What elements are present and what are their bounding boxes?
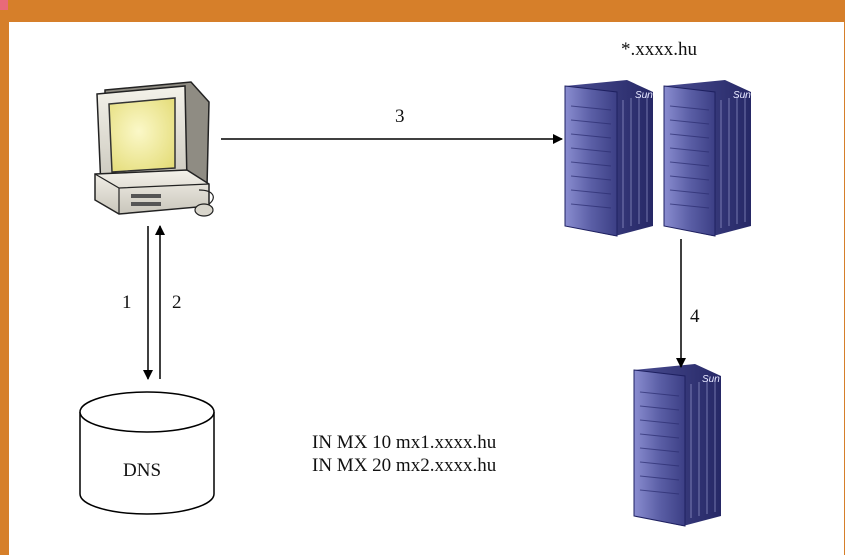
step-2-label: 2 [172,292,182,313]
corner-marker [0,0,8,10]
diagram-svg: Sun Sun Sun [79,80,751,527]
mx-record-1: IN MX 10 mx1.xxxx.hu [312,432,497,453]
step-3-label: 3 [395,106,405,127]
server-icon-1 [564,80,653,237]
dns-database-icon [79,391,215,515]
step-4-label: 4 [690,306,700,327]
computer-icon [94,81,214,217]
server-icon-2 [663,80,751,237]
server-icon-3 [633,364,721,527]
step-1-label: 1 [122,292,132,313]
mx-record-2: IN MX 20 mx2.xxxx.hu [312,455,497,476]
server-brand-label-2: Sun [733,90,751,101]
server-brand-label-1: Sun [635,90,653,101]
dns-label: DNS [123,460,162,481]
server-brand-label-3: Sun [702,374,720,385]
diagram-canvas: Sun Sun Sun *.xxxx.hu 1 2 3 4 DNS IN MX … [9,22,844,555]
server-group-label: *.xxxx.hu [621,39,697,60]
